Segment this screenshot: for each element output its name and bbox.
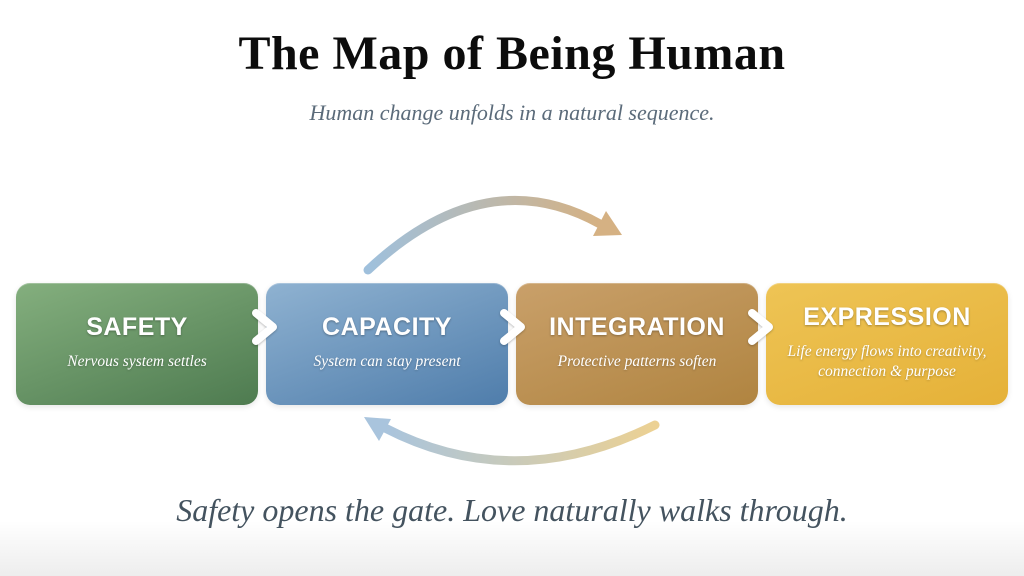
- stage-safety: SAFETY Nervous system settles: [16, 283, 258, 405]
- chevron-right-icon: [497, 309, 527, 345]
- stage-safety-description: Nervous system settles: [67, 352, 207, 370]
- stage-expression: EXPRESSION Life energy flows into creati…: [766, 283, 1008, 405]
- tagline: Safety opens the gate. Love naturally wa…: [176, 492, 848, 528]
- chevron-right-icon: [745, 309, 775, 345]
- cycle-arrow-bottom-head-icon: [364, 417, 391, 441]
- stage-integration-label: INTEGRATION: [549, 312, 725, 341]
- stage-safety-label: SAFETY: [86, 312, 188, 341]
- cycle-arrow-top-head-icon: [593, 211, 622, 236]
- cycle-arrow-top: [363, 195, 605, 275]
- stage-capacity: CAPACITY System can stay present: [266, 283, 508, 405]
- chevron-right-icon: [249, 309, 279, 345]
- stage-row: SAFETY Nervous system settles CAPACITY S…: [16, 283, 1008, 405]
- stage-integration: INTEGRATION Protective patterns soften: [516, 283, 758, 405]
- cycle-arrow-bottom: [380, 420, 660, 466]
- stage-capacity-description: System can stay present: [313, 352, 461, 370]
- stage-expression-description: Life energy flows into creativity, conne…: [787, 343, 987, 380]
- stage-capacity-label: CAPACITY: [322, 312, 452, 341]
- page-title: The Map of Being Human: [238, 27, 786, 80]
- stage-expression-label: EXPRESSION: [803, 303, 971, 332]
- subtitle: Human change unfolds in a natural sequen…: [309, 100, 715, 125]
- stage-integration-description: Protective patterns soften: [557, 352, 717, 370]
